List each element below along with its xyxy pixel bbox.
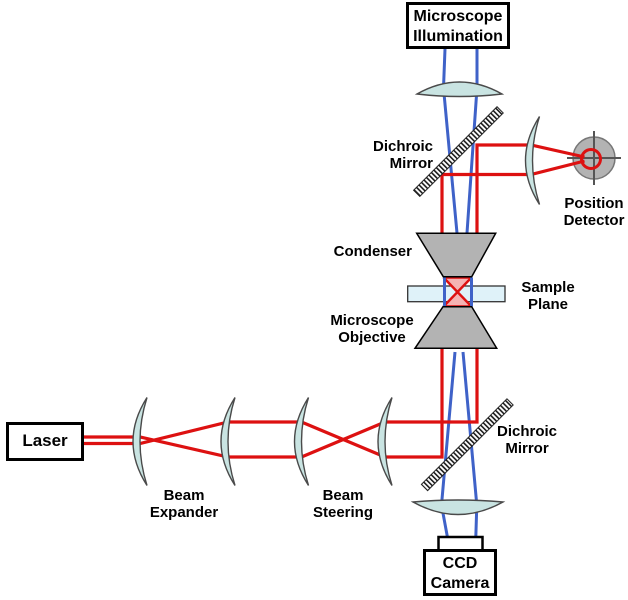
microscope-illumination-box: Microscope Illumination <box>406 2 510 49</box>
illumination-collector-lens <box>414 81 505 98</box>
dichroic-mirror-bottom-label: Dichroic Mirror <box>496 423 557 457</box>
position-detector-shape <box>567 131 621 185</box>
condenser-label: Condenser <box>333 243 412 260</box>
sample-plane-label: Sample Plane <box>521 279 575 313</box>
laser-box: Laser <box>6 422 84 461</box>
condenser-shape <box>415 232 497 278</box>
beam-expander-lens-1 <box>132 397 148 486</box>
beam-steering-label: Beam Steering <box>312 487 373 521</box>
beam-expander-lens-2 <box>220 397 236 486</box>
ccd-camera-box: CCD Camera <box>423 549 497 596</box>
microscope-objective-label: Microscope Objective <box>330 312 414 346</box>
camera-lens <box>410 499 506 516</box>
objective-shape <box>413 305 499 350</box>
beam-expander-label: Beam Expander <box>149 487 219 521</box>
dichroic-mirror-bottom-shape <box>420 398 514 492</box>
beam-steering-lens-2 <box>377 397 393 486</box>
dichroic-mirror-top-label: Dichroic Mirror <box>372 138 433 172</box>
position-detector-label: Position Detector <box>563 195 625 229</box>
beam-steering-lens-1 <box>293 397 310 486</box>
detector-target-ring <box>580 148 602 170</box>
detector-lens <box>524 116 541 205</box>
dichroic-mirror-top-shape <box>412 106 504 198</box>
